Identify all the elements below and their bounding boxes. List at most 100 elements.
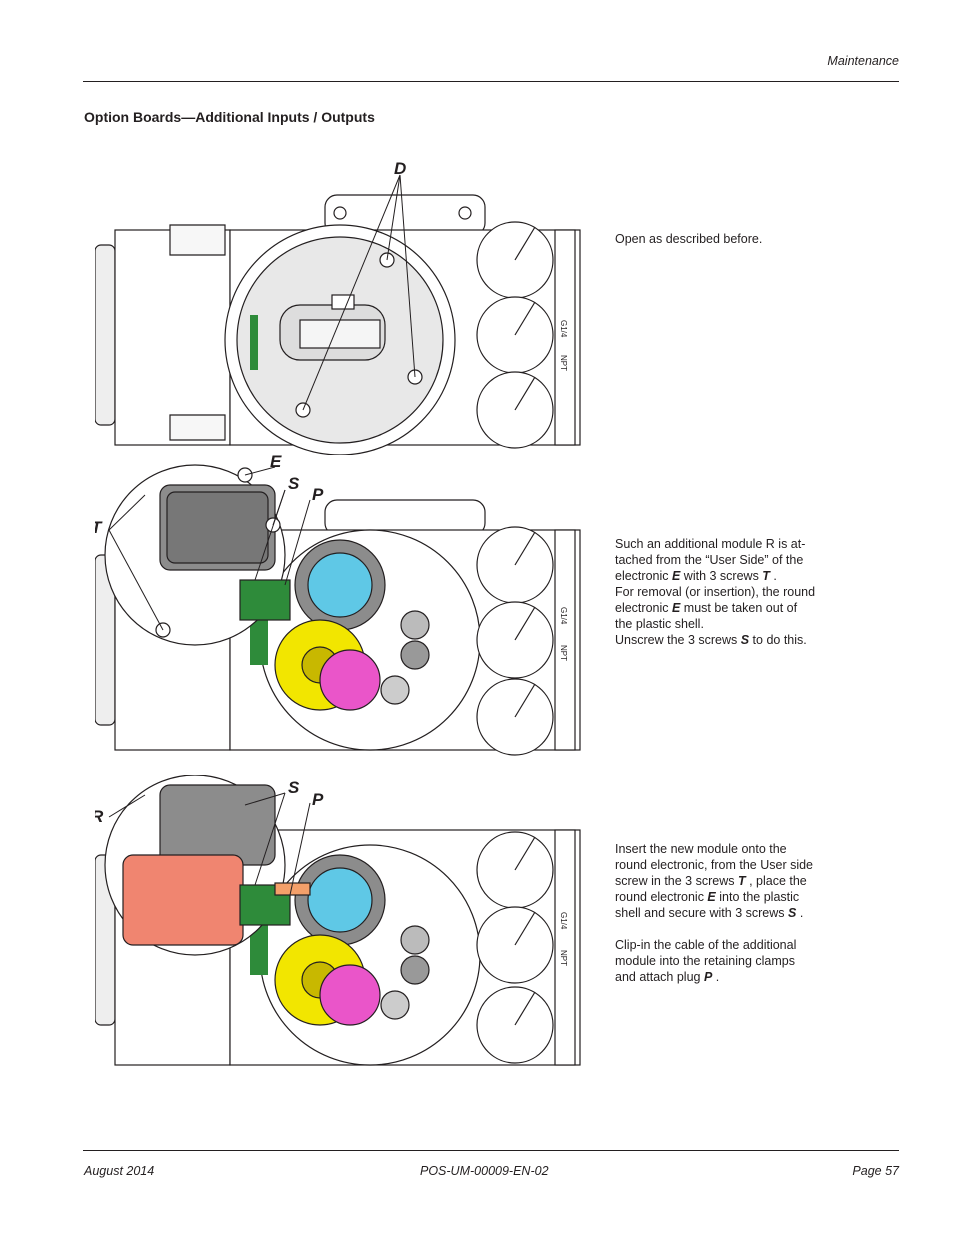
callout-ref: T — [762, 569, 770, 583]
footer-date: August 2014 — [84, 1164, 155, 1178]
text-line: screw in the 3 screws T , place the — [615, 873, 830, 889]
text-run: screw in the 3 screws — [615, 874, 738, 888]
port-label-npt: NPT — [559, 645, 568, 661]
text-run: . — [796, 906, 804, 920]
gauge-needle — [514, 531, 536, 566]
port-label-npt: NPT — [559, 355, 568, 371]
text-run: round electronic — [615, 890, 708, 904]
text-run: shell and secure with 3 screws — [615, 906, 788, 920]
text-run: into the plastic — [715, 890, 800, 904]
callout-e: E — [270, 455, 282, 471]
hex-nut — [380, 675, 410, 705]
ribbon-cable — [239, 579, 291, 621]
side-body — [114, 229, 231, 446]
text-run: Unscrew the 3 screws — [615, 633, 741, 647]
text-line: and attach plug P . — [615, 969, 830, 985]
text-run: electronic — [615, 569, 672, 583]
gauge-needle — [514, 376, 536, 411]
step-2-text: Such an additional module R is at-tached… — [615, 536, 830, 648]
text-line — [615, 921, 830, 937]
port-label-g14: G1/4 — [559, 320, 568, 338]
text-line: Such an additional module R is at- — [615, 536, 830, 552]
hex-nut — [400, 955, 430, 985]
text-line: electronic E must be taken out of — [615, 600, 830, 616]
text-run: electronic — [615, 601, 672, 615]
footer-rule — [83, 1150, 899, 1151]
gauge-needle — [514, 683, 536, 718]
led-window — [331, 294, 355, 310]
callout-ref: S — [740, 633, 750, 647]
callout-ref: E — [707, 890, 716, 904]
callout-d: D — [394, 159, 406, 178]
gauge-port-strip — [554, 229, 576, 446]
text-line: Insert the new module onto the — [615, 841, 830, 857]
section-title: Option Boards—Additional Inputs / Output… — [84, 109, 375, 125]
text-line: Clip-in the cable of the additional — [615, 937, 830, 953]
text-run: the plastic shell. — [615, 617, 704, 631]
callout-ref: E — [671, 569, 681, 583]
text-run: For removal (or insertion), the round — [615, 585, 816, 599]
callout-ref: P — [703, 970, 713, 984]
port-label-g14: G1/4 — [559, 912, 568, 930]
gauge-needle — [514, 226, 536, 261]
callout-s: S — [288, 778, 300, 797]
cable-gland-left — [95, 244, 116, 426]
text-line: shell and secure with 3 screws S . — [615, 905, 830, 921]
additional-module-r — [122, 854, 244, 946]
gauge-needle — [514, 606, 536, 641]
text-run: tached from the “User Side” of the — [615, 553, 804, 567]
text-line: the plastic shell. — [615, 616, 830, 632]
text-run: . — [712, 970, 720, 984]
callout-ref: S — [788, 906, 797, 920]
running-header: Maintenance — [827, 54, 899, 68]
text-run: must be taken out of — [680, 601, 798, 615]
upper-boss — [169, 224, 226, 256]
step-1-text: Open as described before. — [615, 231, 830, 247]
potentiometer-disc — [307, 552, 373, 618]
hex-nut — [400, 640, 430, 670]
electronic-module-top — [166, 491, 269, 564]
leader-lines-d — [302, 174, 416, 411]
port-label-npt: NPT — [559, 950, 568, 966]
text-line: module into the retaining clamps — [615, 953, 830, 969]
text-run: and attach plug — [615, 970, 704, 984]
lower-boss — [169, 414, 226, 441]
figure-remove-electronic: E S P T G1/4 NPT — [95, 455, 581, 756]
text-line: Open as described before. — [615, 232, 763, 246]
cam-disc — [319, 964, 381, 1026]
hex-nut — [380, 990, 410, 1020]
text-line: round electronic E into the plastic — [615, 889, 830, 905]
text-line: round electronic, from the User side — [615, 857, 830, 873]
gauge-port-strip — [554, 829, 576, 1066]
text-line: For removal (or insertion), the round — [615, 584, 830, 600]
text-run: with 3 screws — [680, 569, 763, 583]
leader-lines — [108, 466, 311, 631]
callout-ref: E — [671, 601, 681, 615]
green-board-edge — [250, 315, 258, 370]
text-run: to do this. — [749, 633, 807, 647]
text-run: module into the retaining clamps — [615, 954, 795, 968]
gauge-needle — [514, 836, 536, 871]
cam-disc — [319, 649, 381, 711]
figure-insert-module: S P R G1/4 NPT — [95, 775, 581, 1066]
text-run: Clip-in the cable of the additional — [615, 938, 797, 952]
text-line: Unscrew the 3 screws S to do this. — [615, 632, 830, 648]
leader-lines — [108, 792, 311, 896]
text-run: . — [769, 569, 777, 583]
tab-hole-left — [333, 206, 347, 220]
header-rule — [83, 81, 899, 82]
gauge-needle — [514, 301, 536, 336]
gauge-needle — [514, 991, 536, 1026]
text-run: Such an additional module R is at- — [615, 537, 806, 551]
gauge-port-strip — [554, 529, 576, 751]
callout-ref: T — [737, 874, 746, 888]
lcd-display — [299, 319, 381, 349]
hex-nut — [400, 610, 430, 640]
port-label-g14: G1/4 — [559, 607, 568, 625]
callout-s: S — [288, 474, 300, 493]
text-run: round electronic, from the User side — [615, 858, 814, 872]
callout-p: P — [312, 790, 324, 809]
gauge-needle — [514, 911, 536, 946]
callout-t: T — [95, 518, 103, 537]
